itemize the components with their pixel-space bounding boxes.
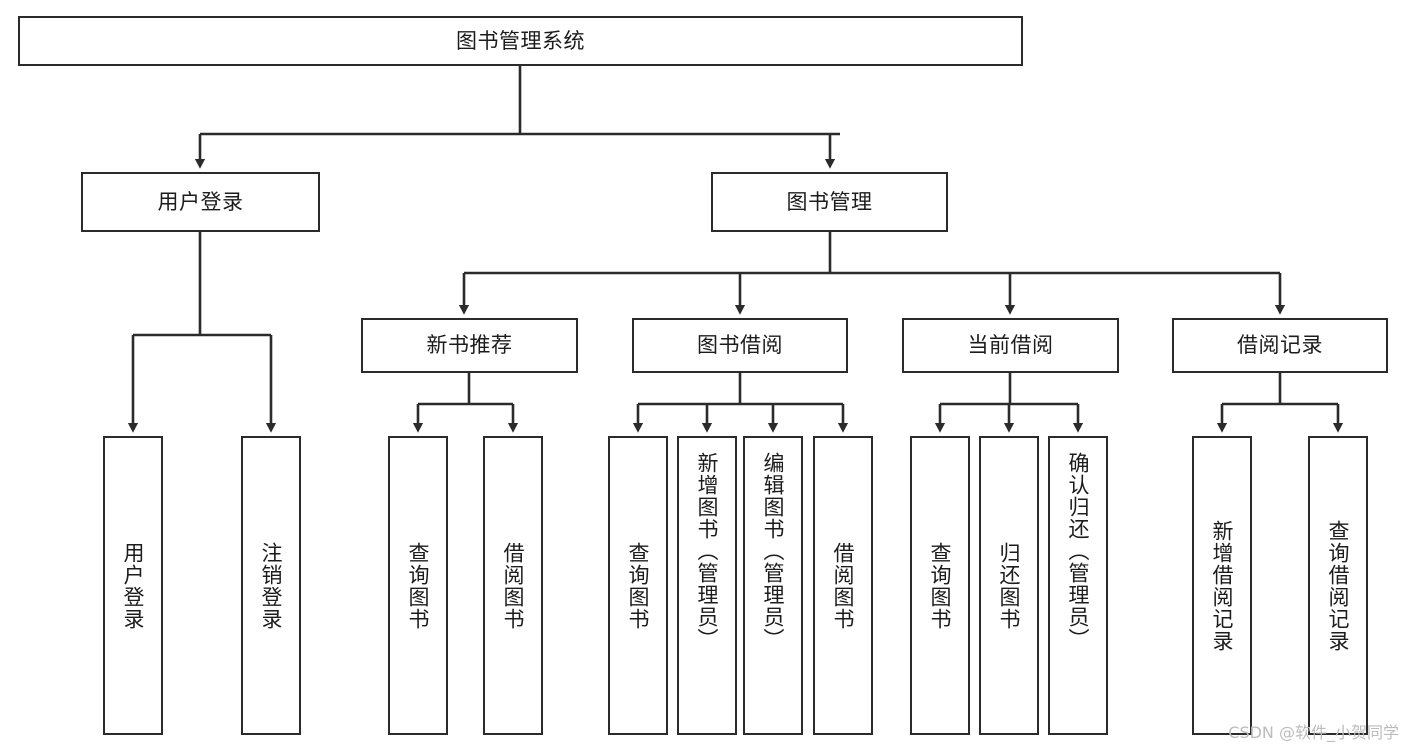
leaf-user-login[interactable]: 用户登录 (103, 436, 163, 735)
node-current-borrow[interactable]: 当前借阅 (902, 318, 1119, 373)
node-label: 图书借阅 (697, 333, 783, 358)
node-label: 图书管理 (786, 189, 873, 214)
node-book-manage[interactable]: 图书管理 (711, 172, 948, 232)
node-label: 归还图书 (997, 541, 1022, 630)
node-label: 用户登录 (157, 189, 244, 214)
leaf-borrow-book-recommend[interactable]: 借阅图书 (483, 436, 543, 735)
node-user-login[interactable]: 用户登录 (81, 172, 320, 232)
node-label: 确认归还（管理员） (1066, 452, 1091, 650)
node-label: 借阅图书 (831, 541, 856, 630)
node-label: 查询图书 (406, 541, 431, 630)
node-label: 注销登录 (259, 541, 284, 630)
node-label: 查询图书 (626, 541, 651, 630)
node-borrow-record[interactable]: 借阅记录 (1172, 318, 1388, 373)
node-label: 借阅记录 (1237, 333, 1323, 358)
node-label: 借阅图书 (501, 541, 526, 630)
node-label: 查询借阅记录 (1326, 519, 1351, 652)
csdn-watermark: CSDN @软件_小贺同学 (1228, 723, 1399, 742)
leaf-query-book-recommend[interactable]: 查询图书 (388, 436, 448, 735)
leaf-add-book[interactable]: 新增图书（管理员） (677, 436, 737, 735)
leaf-add-borrow-record[interactable]: 新增借阅记录 (1192, 436, 1252, 735)
node-label: 图书管理系统 (456, 28, 585, 53)
node-label: 编辑图书（管理员） (761, 452, 786, 650)
leaf-borrow-book[interactable]: 借阅图书 (813, 436, 873, 735)
node-new-book-recommend[interactable]: 新书推荐 (361, 318, 578, 373)
node-label: 当前借阅 (967, 333, 1054, 358)
node-label: 新增借阅记录 (1210, 519, 1235, 652)
leaf-confirm-return[interactable]: 确认归还（管理员） (1048, 436, 1108, 735)
node-label: 查询图书 (928, 541, 953, 630)
node-label: 用户登录 (121, 541, 146, 630)
leaf-query-book-current[interactable]: 查询图书 (910, 436, 970, 735)
leaf-query-borrow-record[interactable]: 查询借阅记录 (1308, 436, 1368, 735)
node-label: 新增图书（管理员） (695, 452, 720, 650)
node-book-borrow[interactable]: 图书借阅 (632, 318, 848, 373)
leaf-logout-login[interactable]: 注销登录 (241, 436, 301, 735)
leaf-query-book-borrow[interactable]: 查询图书 (608, 436, 668, 735)
leaf-edit-book[interactable]: 编辑图书（管理员） (743, 436, 803, 735)
node-root-system[interactable]: 图书管理系统 (18, 16, 1023, 66)
leaf-return-book[interactable]: 归还图书 (979, 436, 1039, 735)
node-label: 新书推荐 (426, 333, 513, 358)
